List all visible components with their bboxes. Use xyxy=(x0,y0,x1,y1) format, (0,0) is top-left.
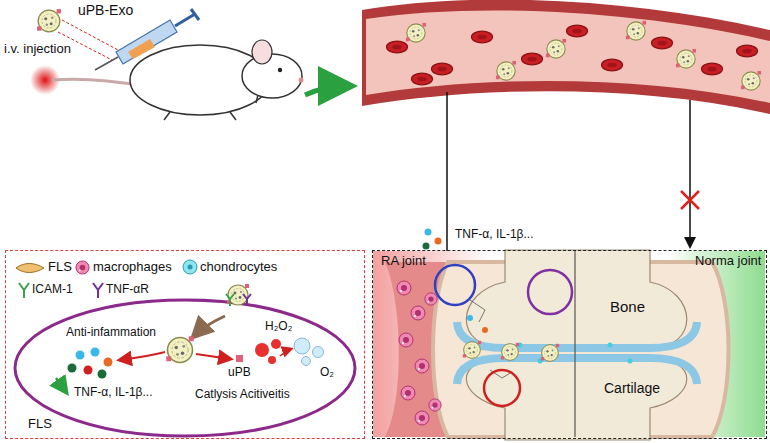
label-text: H₂O₂ xyxy=(265,320,292,334)
label-text: i.v. injection xyxy=(4,42,71,57)
label-text: Cartilage xyxy=(604,380,660,396)
label-text: Anti-infammation xyxy=(66,326,156,340)
label-text: Catlysis Acitiveitis xyxy=(195,388,290,402)
legend-text: macrophages xyxy=(93,260,172,275)
label-text: TNF-α, IL-1β... xyxy=(455,228,534,242)
label-text: TNF-α, IL-1β... xyxy=(74,386,153,400)
legend-text: chondrocytes xyxy=(200,260,277,275)
panel: FLS xyxy=(5,250,365,439)
panel-title: RA joint xyxy=(381,254,426,269)
legend-text: ICAM-1 xyxy=(32,283,73,297)
panel-title: FLS xyxy=(28,417,52,432)
label-text: O₂ xyxy=(320,366,334,380)
legend-text: TNF-αR xyxy=(106,283,149,297)
label-text: uPB xyxy=(228,366,251,380)
label-text: Bone xyxy=(610,298,645,315)
panel-title: Norma joint xyxy=(695,254,761,269)
legend-text: FLS xyxy=(48,260,72,275)
panel: RA joint Norma joint xyxy=(372,250,767,439)
label-text: uPB-Exo xyxy=(78,2,133,18)
